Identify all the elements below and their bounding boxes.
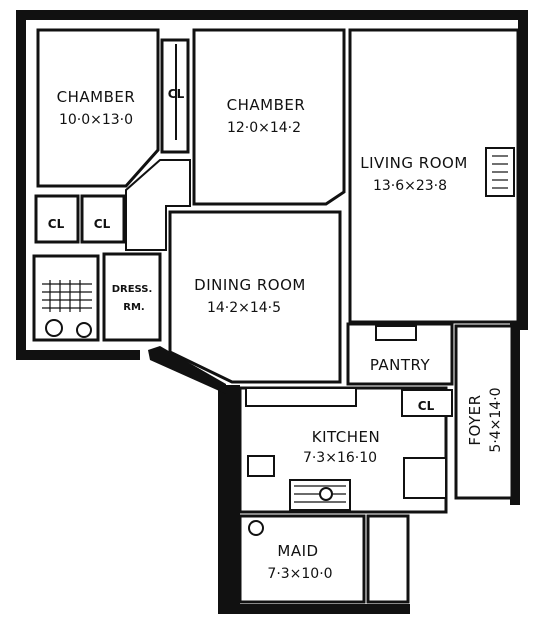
dining-room	[168, 210, 342, 384]
toilet-icon	[45, 319, 63, 337]
foyer-name: FOYER	[466, 394, 484, 445]
dining-room-size: 14·2×14·5	[207, 300, 281, 316]
chamber-left-room	[36, 28, 160, 188]
maid-room	[238, 514, 410, 604]
dress-room-name-2: RM.	[123, 302, 144, 313]
maid-size: 7·3×10·0	[267, 566, 332, 582]
closet-top	[160, 38, 190, 154]
maid-name: MAID	[277, 542, 318, 560]
chamber-mid-size: 12·0×14·2	[227, 120, 301, 136]
closet-bottom-right-label: CL	[94, 217, 111, 231]
chamber-mid-room	[192, 28, 346, 206]
passage	[148, 346, 226, 394]
dress-room-name-1: DRESS.	[112, 284, 153, 295]
living-room-size: 13·6×23·8	[373, 178, 447, 194]
hall	[125, 159, 191, 251]
chamber-left-size: 10·0×13·0	[59, 112, 133, 128]
pantry-name: PANTRY	[370, 356, 431, 374]
foyer-room	[454, 324, 514, 500]
living-room	[348, 28, 520, 324]
dining-room-name: DINING ROOM	[194, 276, 306, 294]
closet-pantry-label: CL	[418, 399, 435, 413]
sink-icon	[76, 322, 92, 338]
exterior-walls	[16, 10, 528, 614]
bath	[32, 254, 100, 342]
pantry-room	[346, 322, 454, 386]
maid-sink-icon	[248, 520, 264, 536]
stove-icon	[294, 485, 346, 503]
closet-bottom-left-label: CL	[48, 217, 65, 231]
labels: CHAMBER 10·0×13·0 CL CHAMBER 12·0×14·2 L…	[48, 87, 504, 582]
closet-top-label: CL	[168, 87, 185, 101]
kitchen-size: 7·3×16·10	[303, 450, 377, 466]
tub-grid	[42, 280, 92, 312]
dress-room	[102, 252, 162, 342]
chamber-mid-name: CHAMBER	[227, 96, 306, 114]
kitchen-room	[238, 386, 453, 514]
chamber-left-name: CHAMBER	[57, 88, 136, 106]
foyer-size: 5·4×14·0	[488, 387, 504, 452]
living-room-name: LIVING ROOM	[360, 154, 468, 172]
closets-lower	[34, 194, 126, 244]
kitchen-name: KITCHEN	[312, 428, 381, 446]
